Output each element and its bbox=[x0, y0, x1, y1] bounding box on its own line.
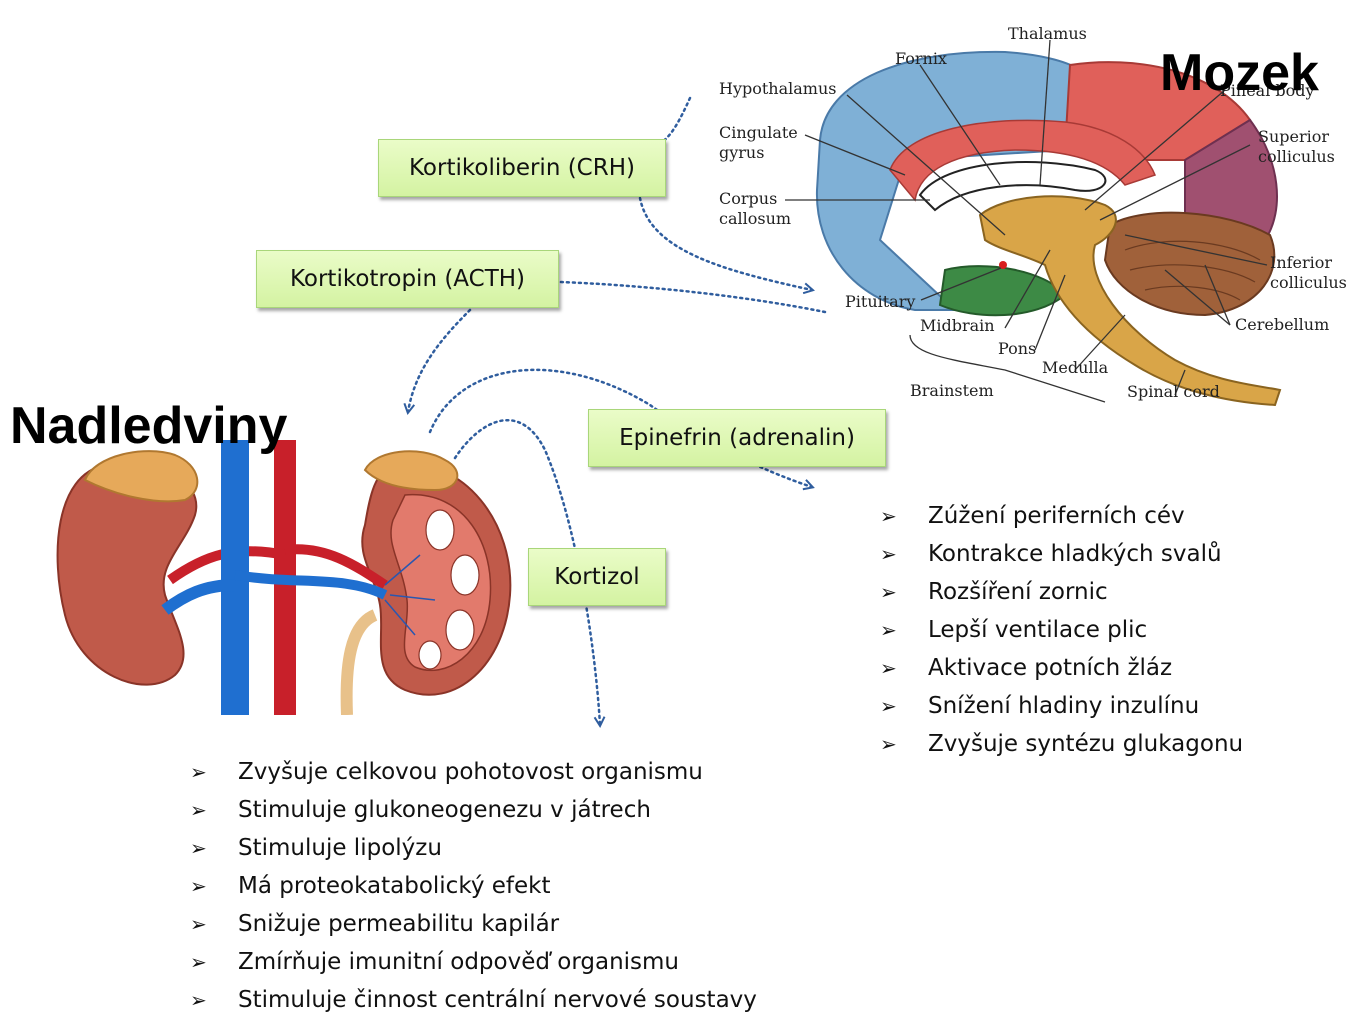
list-item: ➢Má proteokatabolický efekt bbox=[190, 867, 757, 905]
label-pituitary: Pituitary bbox=[845, 292, 915, 311]
arrow-bullet-icon: ➢ bbox=[190, 760, 238, 784]
arrow-bullet-icon: ➢ bbox=[190, 988, 238, 1012]
hormone-acth: Kortikotropin (ACTH) bbox=[256, 250, 559, 308]
list-item: ➢Zvyšuje syntézu glukagonu bbox=[880, 725, 1243, 763]
list-item: ➢Stimuluje činnost centrální nervové sou… bbox=[190, 981, 757, 1019]
arrow-bullet-icon: ➢ bbox=[880, 504, 928, 528]
list-item: ➢Rozšíření zornic bbox=[880, 573, 1243, 611]
label-inferior-2: colliculus bbox=[1270, 273, 1347, 292]
list-item: ➢Stimuluje lipolýzu bbox=[190, 829, 757, 867]
label-midbrain: Midbrain bbox=[920, 316, 995, 335]
arrow-bullet-icon: ➢ bbox=[880, 694, 928, 718]
label-brainstem: Brainstem bbox=[910, 381, 994, 400]
label-superior-1: Superior bbox=[1258, 127, 1329, 146]
arrow-bullet-icon: ➢ bbox=[190, 836, 238, 860]
list-item: ➢Zúžení periferních cév bbox=[880, 497, 1243, 535]
list-item: ➢Aktivace potních žláz bbox=[880, 649, 1243, 687]
arrow-bullet-icon: ➢ bbox=[880, 580, 928, 604]
brain-cerebellum bbox=[1105, 213, 1274, 315]
arrow-hypothalamus-to-crh bbox=[662, 98, 690, 142]
arrow-bullet-icon: ➢ bbox=[190, 874, 238, 898]
label-hypothalamus: Hypothalamus bbox=[719, 79, 836, 98]
brain-temporal-lobe bbox=[940, 266, 1065, 315]
cortisol-effects-list: ➢Zvyšuje celkovou pohotovost organismu ➢… bbox=[190, 753, 757, 1019]
list-item: ➢Zvyšuje celkovou pohotovost organismu bbox=[190, 753, 757, 791]
label-fornix: Fornix bbox=[895, 49, 947, 68]
label-corpus-2: callosum bbox=[719, 209, 791, 228]
list-item: ➢Snížení hladiny inzulínu bbox=[880, 687, 1243, 725]
ureter bbox=[347, 615, 375, 715]
brain-title: Mozek bbox=[1160, 47, 1319, 99]
arrow-bullet-icon: ➢ bbox=[880, 732, 928, 756]
adrenal-title: Nadledviny bbox=[10, 400, 287, 452]
list-item: ➢Lepší ventilace plic bbox=[880, 611, 1243, 649]
hormone-epinephrine: Epinefrin (adrenalin) bbox=[588, 409, 886, 467]
label-spinal-cord: Spinal cord bbox=[1127, 382, 1220, 401]
arrow-bullet-icon: ➢ bbox=[880, 542, 928, 566]
label-cingulate-1: Cingulate bbox=[719, 123, 798, 142]
label-pons: Pons bbox=[998, 339, 1036, 358]
label-corpus-1: Corpus bbox=[719, 189, 777, 208]
arrow-bullet-icon: ➢ bbox=[880, 618, 928, 642]
label-cerebellum: Cerebellum bbox=[1235, 315, 1329, 334]
label-cingulate-2: gyrus bbox=[719, 143, 764, 162]
arrow-bullet-icon: ➢ bbox=[880, 656, 928, 680]
arrow-bullet-icon: ➢ bbox=[190, 912, 238, 936]
label-superior-2: colliculus bbox=[1258, 147, 1335, 166]
list-item: ➢Snižuje permeabilitu kapilár bbox=[190, 905, 757, 943]
label-inferior-1: Inferior bbox=[1270, 253, 1332, 272]
list-item: ➢Kontrakce hladkých svalů bbox=[880, 535, 1243, 573]
list-item: ➢Stimuluje glukoneogenezu v játrech bbox=[190, 791, 757, 829]
arrow-bullet-icon: ➢ bbox=[190, 798, 238, 822]
arrow-acth-to-adrenal bbox=[408, 310, 470, 412]
hormone-crh: Kortikoliberin (CRH) bbox=[378, 139, 666, 197]
epinephrine-effects-list: ➢Zúžení periferních cév ➢Kontrakce hladk… bbox=[880, 497, 1243, 763]
label-medulla: Medulla bbox=[1042, 358, 1109, 377]
arrow-bullet-icon: ➢ bbox=[190, 950, 238, 974]
kidney-illustration bbox=[35, 435, 525, 715]
list-item: ➢Zmírňuje imunitní odpověď organismu bbox=[190, 943, 757, 981]
hormone-cortisol: Kortizol bbox=[528, 548, 666, 606]
label-thalamus: Thalamus bbox=[1008, 24, 1087, 43]
